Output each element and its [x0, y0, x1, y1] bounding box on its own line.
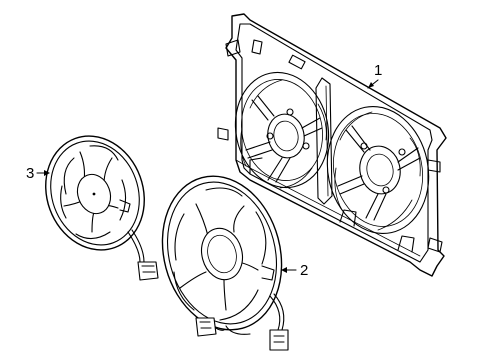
callout-label-1: 1	[374, 62, 382, 79]
callout-3: 3	[26, 165, 50, 182]
callout-label-2: 2	[300, 262, 308, 279]
callout-2: 2	[281, 262, 308, 279]
large-fan-assembly	[161, 175, 289, 351]
small-fan-assembly	[45, 135, 159, 281]
fan-shroud	[217, 13, 447, 277]
callout-label-3: 3	[26, 165, 34, 182]
callout-1: 1	[367, 62, 382, 89]
